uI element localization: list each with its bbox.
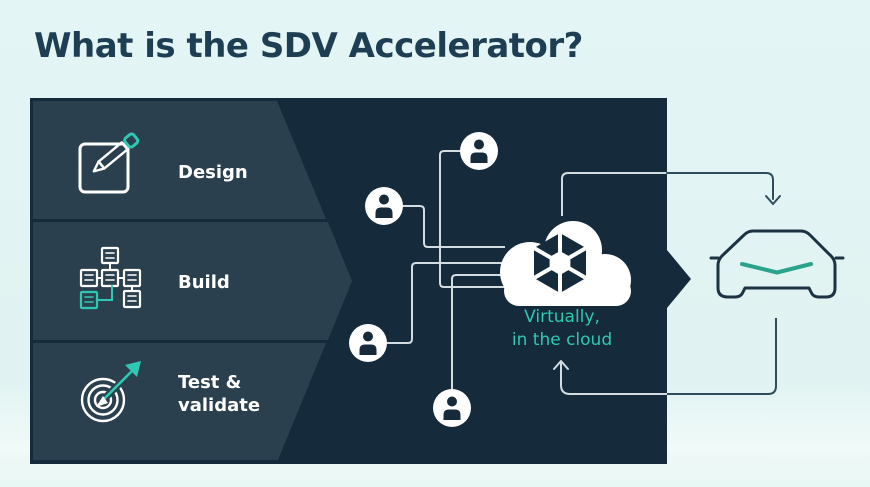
target-arrow-icon [80,361,141,423]
cloud-to-car-line-outer [666,172,781,205]
car-lightbar [740,262,813,275]
hierarchy-icon [79,246,142,310]
cloud-cube-icon [500,221,631,306]
cube-icon [533,233,587,293]
pencil-square-icon [78,132,140,194]
person-icon [365,187,403,225]
person-icon [349,324,387,362]
cloud-to-car-line-inner [561,172,667,216]
row-test-validate [33,343,326,460]
process-chevron [33,101,352,460]
step-label-test-validate: Test & validate [178,372,261,416]
person-icons [349,132,498,427]
car-front-icon [709,229,845,299]
step-label-design: Design [178,162,248,183]
people-cloud-connectors [387,150,505,389]
car-to-cloud-line-inner [553,360,668,395]
step-label-build: Build [178,272,230,293]
person-icon [433,389,471,427]
up-arrowhead-icon [553,360,569,370]
cloud-caption: Virtually, in the cloud [511,307,613,350]
row-design [33,101,326,219]
person-icon [460,132,498,170]
car-to-cloud-line-outer [667,318,777,395]
page-title: What is the SDV Accelerator? [34,26,583,66]
row-build [33,222,352,340]
down-arrowhead-icon [765,195,781,205]
